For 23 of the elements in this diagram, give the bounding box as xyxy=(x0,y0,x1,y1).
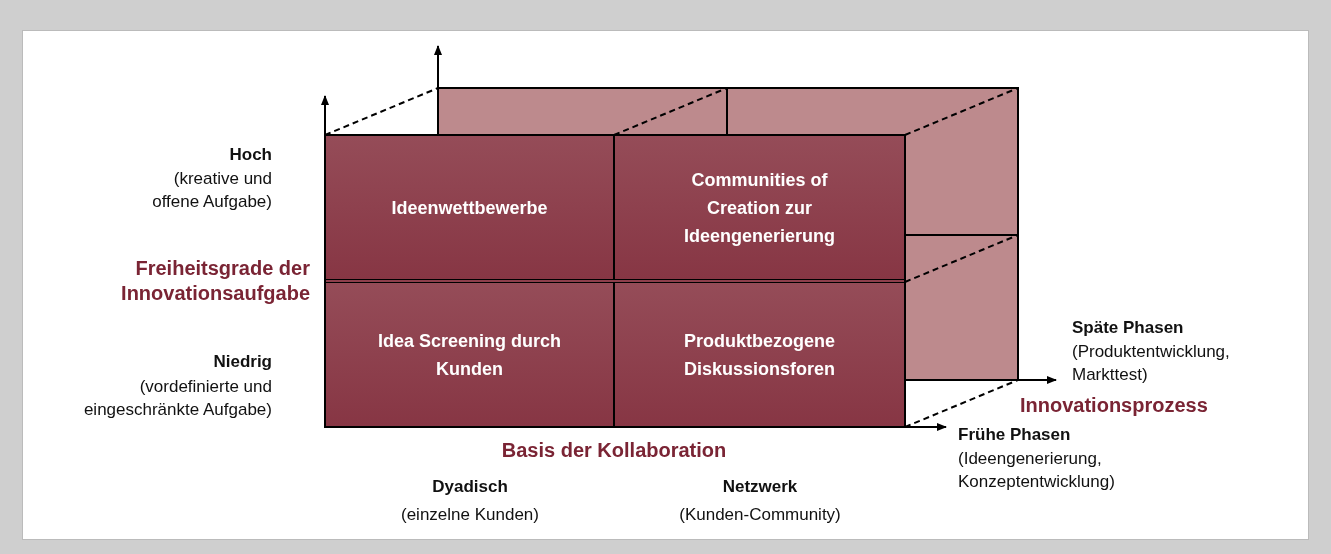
matrix-cell xyxy=(614,282,905,427)
matrix-cell xyxy=(614,135,905,280)
axis-value: Frühe Phasen xyxy=(958,425,1071,444)
axis-title: Freiheitsgrade der Innovationsaufgabe xyxy=(121,257,310,304)
cell-text: Ideenwettbewerbe xyxy=(391,196,548,220)
axis-description: (Ideengenerierung, Konzeptentwicklung) xyxy=(958,449,1115,491)
matrix-cell xyxy=(325,282,614,427)
axis-value: Hoch xyxy=(229,145,272,164)
axis-description: (Kunden-Community) xyxy=(679,505,841,524)
axis-value: Netzwerk xyxy=(722,477,798,496)
axis-description: (Produktentwicklung, Markttest) xyxy=(1072,342,1230,384)
axis-value: Niedrig xyxy=(213,352,272,371)
matrix-cell xyxy=(325,135,614,280)
axis-value: Dyadisch xyxy=(432,477,508,496)
axis-description: (vordefinierte und eingeschränkte Aufgabe) xyxy=(83,377,272,419)
axis-title: Basis der Kollaboration xyxy=(501,439,727,461)
cell-text: Communities of Creation zur Ideengenerierung xyxy=(683,168,836,248)
cell-text: Produktbezogene Diskussionsforen xyxy=(682,329,836,381)
axis-description: (einzelne Kunden) xyxy=(401,505,539,524)
cell-text: Idea Screening durch Kunden xyxy=(376,329,563,381)
axis-value: Späte Phasen xyxy=(1072,318,1184,337)
axis-description: (kreative und offene Aufgabe) xyxy=(152,169,272,211)
axis-title: Innovationsprozess xyxy=(1020,394,1208,416)
